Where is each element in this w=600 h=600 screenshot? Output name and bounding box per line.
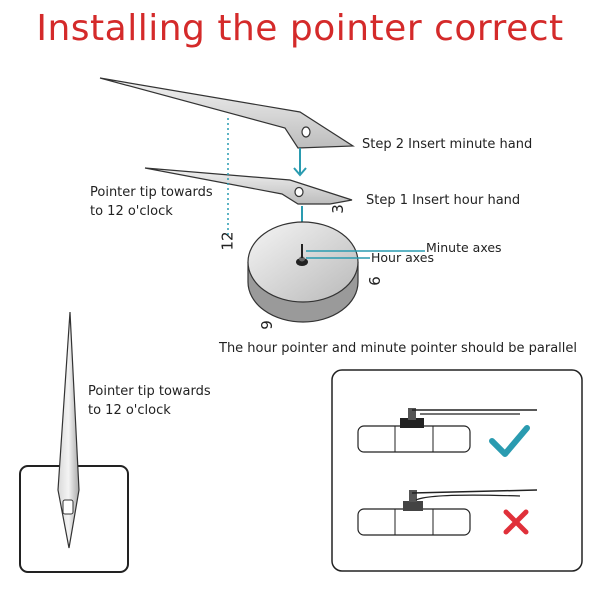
dial-number-12: 12 [218, 231, 237, 251]
hour-axes-label: Hour axes [371, 250, 434, 265]
comparison-panel [331, 369, 583, 572]
arrow-down-icon [293, 148, 307, 177]
checkmark-icon [489, 425, 530, 457]
pointer-tip-label-bottom-line2: to 12 o'clock [88, 403, 171, 418]
page-title: Installing the pointer correct [36, 8, 564, 49]
cross-icon [503, 509, 529, 535]
clock-movement-disc [247, 221, 359, 323]
dial-number-9: 9 [257, 320, 276, 330]
correct-example [357, 408, 537, 453]
hour-hand [144, 167, 353, 205]
dial-number-3: 3 [328, 204, 347, 214]
step2-label: Step 2 Insert minute hand [362, 137, 533, 152]
wrong-example [357, 489, 538, 536]
parallel-note: The hour pointer and minute pointer shou… [219, 341, 577, 356]
pointer-tip-label-top-line1: Pointer tip towards [90, 185, 213, 200]
pointer-tip-label-bottom-line1: Pointer tip towards [88, 384, 211, 399]
vertical-hand [57, 311, 80, 549]
step1-label: Step 1 Insert hour hand [366, 193, 521, 208]
pointer-tip-label-top-line2: to 12 o'clock [90, 204, 173, 219]
minute-hand [99, 77, 355, 149]
minute-axes-label: Minute axes [426, 240, 502, 255]
dial-number-6: 6 [365, 276, 384, 286]
